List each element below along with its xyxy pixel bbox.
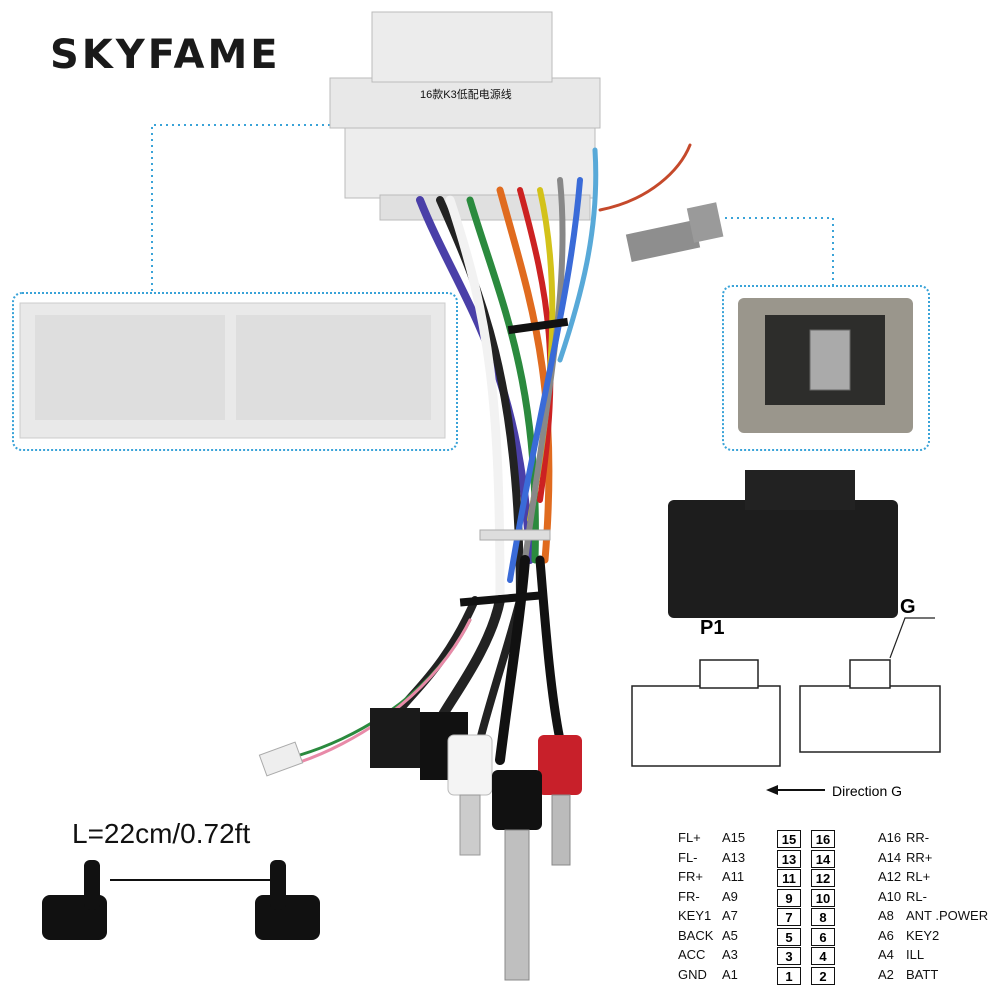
r-code: A4 (878, 947, 894, 962)
l-code: A5 (722, 927, 738, 943)
r-name: KEY2 (906, 927, 940, 943)
g-label: G (900, 596, 916, 618)
r-name: ILL (906, 947, 925, 962)
r-num: 2 (811, 966, 835, 985)
l-code: A13 (722, 849, 746, 865)
l-num: 9 (777, 888, 801, 907)
pinout-row: FR+ A11 11 12 A12 RL+ (660, 869, 1000, 888)
r-name: ANT .POWER (906, 908, 989, 923)
r-name: RR+ (906, 849, 933, 865)
grey-connector-closeup (738, 298, 913, 433)
r-name: RL+ (906, 869, 931, 884)
main-oem-connector (329, 11, 601, 221)
connector-label-text: 16款K3低配电源线 (420, 89, 512, 101)
r-name: BATT (906, 966, 939, 982)
r-name: RR- (906, 830, 930, 845)
direction-g-label: Direction G (832, 783, 903, 799)
l-num: 3 (777, 947, 801, 965)
l-name: ACC (678, 947, 706, 962)
l-name: FL+ (678, 830, 701, 845)
l-num: 11 (777, 869, 801, 887)
l-num: 5 (777, 927, 801, 946)
l-code: A7 (722, 908, 738, 923)
r-num: 4 (811, 947, 835, 965)
p1-label: P1 (700, 617, 725, 639)
main-connector-closeup (19, 302, 446, 439)
l-name: FL- (678, 849, 698, 865)
l-code: A1 (722, 966, 738, 982)
r-num: 16 (811, 830, 835, 848)
r-code: A2 (878, 966, 894, 982)
l-num: 13 (777, 849, 801, 868)
iso-connector-photo (668, 470, 898, 618)
r-code: A8 (878, 908, 894, 923)
l-num: 15 (777, 830, 801, 848)
l-name: FR+ (678, 869, 703, 884)
brand-logo: SKYFAME (50, 32, 281, 78)
r-code: A14 (878, 849, 902, 865)
r-code: A6 (878, 927, 894, 943)
l-name: FR- (678, 888, 700, 904)
l-name: BACK (678, 927, 714, 943)
r-num: 10 (811, 888, 835, 907)
r-num: 12 (811, 869, 835, 887)
r-code: A16 (878, 830, 902, 845)
l-code: A11 (722, 869, 745, 884)
main-connector-callout (12, 292, 458, 451)
l-code: A9 (722, 888, 738, 904)
l-name: GND (678, 966, 707, 982)
l-code: A15 (722, 830, 746, 845)
r-code: A10 (878, 888, 902, 904)
r-name: RL- (906, 888, 927, 904)
l-num: 1 (777, 966, 801, 985)
l-code: A3 (722, 947, 738, 962)
r-num: 14 (811, 849, 835, 868)
l-name: KEY1 (678, 908, 712, 923)
cable-length-label: L=22cm/0.72ft (72, 818, 251, 849)
r-code: A12 (878, 869, 902, 884)
pinout-row: FL+ A15 15 16 A16 RR- (660, 830, 1000, 849)
grey-connector-callout (722, 285, 930, 451)
r-num: 6 (811, 927, 835, 946)
r-num: 8 (811, 908, 835, 926)
l-num: 7 (777, 908, 801, 926)
